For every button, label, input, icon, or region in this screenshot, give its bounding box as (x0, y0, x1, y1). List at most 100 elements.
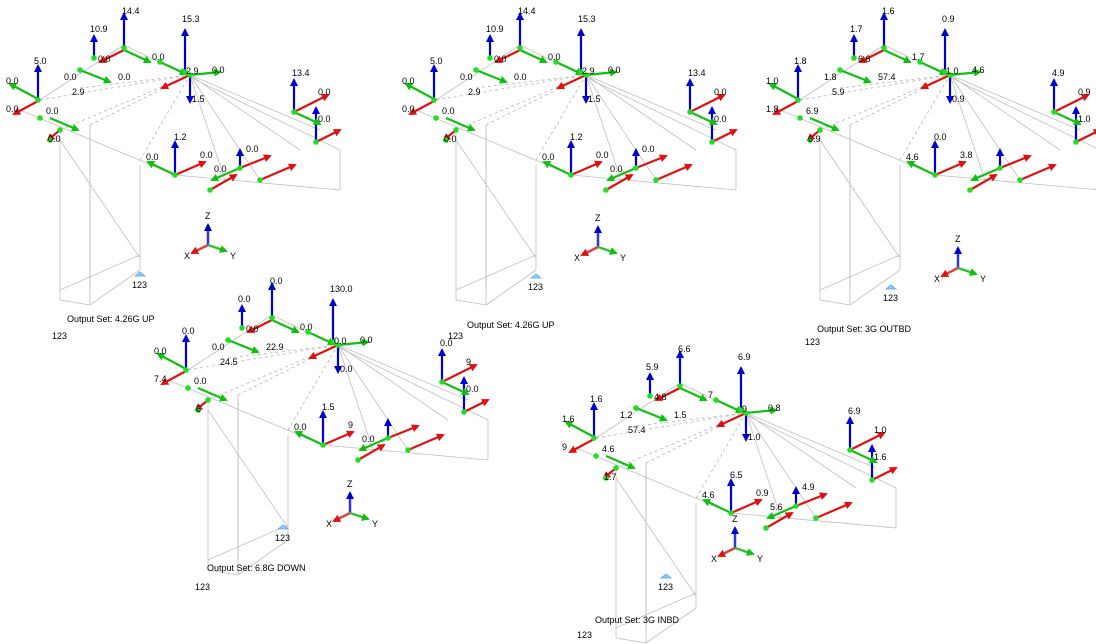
model-node[interactable] (91, 55, 97, 61)
model-node[interactable] (568, 172, 574, 178)
model-node[interactable] (453, 127, 459, 133)
force-arrow-y (146, 160, 176, 176)
model-node[interactable] (795, 97, 801, 103)
model-node[interactable] (517, 45, 523, 51)
model-node[interactable] (405, 447, 411, 453)
model-node[interactable] (813, 515, 819, 521)
model-node[interactable] (433, 115, 439, 121)
model-node[interactable] (431, 97, 437, 103)
model-node[interactable] (997, 165, 1003, 171)
force-value-label: 1.8 (824, 72, 837, 82)
model-node[interactable] (157, 59, 163, 65)
model-node[interactable] (613, 465, 619, 471)
model-node[interactable] (185, 385, 191, 391)
model-node[interactable] (763, 525, 769, 531)
model-node[interactable] (797, 115, 803, 121)
model-node[interactable] (443, 137, 449, 143)
model-node[interactable] (335, 342, 341, 348)
force-value-label: 0.0 (300, 322, 313, 332)
model-node[interactable] (183, 367, 189, 373)
model-node[interactable] (583, 72, 589, 78)
model-node[interactable] (77, 67, 83, 73)
model-node[interactable] (37, 115, 43, 121)
force-arrow-y (197, 386, 228, 402)
model-node[interactable] (647, 393, 653, 399)
model-node[interactable] (817, 127, 823, 133)
model-node[interactable] (633, 165, 639, 171)
model-node[interactable] (257, 177, 263, 183)
model-node[interactable] (187, 72, 193, 78)
model-node[interactable] (385, 435, 391, 441)
model-node[interactable] (305, 329, 311, 335)
model-node[interactable] (47, 137, 53, 143)
model-node[interactable] (237, 165, 243, 171)
model-node[interactable] (603, 187, 609, 193)
model-node[interactable] (869, 477, 875, 483)
model-node[interactable] (603, 475, 609, 481)
model-node[interactable] (578, 69, 584, 75)
model-node[interactable] (291, 109, 297, 115)
model-node[interactable] (35, 97, 41, 103)
force-arrows (768, 12, 1096, 191)
model-node[interactable] (487, 55, 493, 61)
model-wireframe (779, 12, 1096, 306)
model-node[interactable] (1017, 177, 1023, 183)
force-arrow-y (519, 49, 548, 64)
force-arrow-y (475, 68, 508, 84)
model-node[interactable] (677, 383, 683, 389)
model-node[interactable] (932, 172, 938, 178)
model-node[interactable] (967, 187, 973, 193)
model-node[interactable] (239, 325, 245, 331)
model-node[interactable] (269, 315, 275, 321)
model-node[interactable] (330, 339, 336, 345)
model-node[interactable] (121, 45, 127, 51)
model-node[interactable] (57, 127, 63, 133)
model-node[interactable] (728, 510, 734, 516)
model-node[interactable] (793, 503, 799, 509)
model-node[interactable] (593, 453, 599, 459)
force-value-label: 0.9 (756, 488, 769, 498)
force-arrow-y (839, 68, 872, 84)
model-node[interactable] (205, 397, 211, 403)
model-node[interactable] (1073, 139, 1079, 145)
model-node[interactable] (207, 187, 213, 193)
model-node[interactable] (172, 172, 178, 178)
model-node[interactable] (709, 139, 715, 145)
model-node[interactable] (738, 407, 744, 413)
model-node[interactable] (1051, 109, 1057, 115)
model-node[interactable] (195, 407, 201, 413)
model-node[interactable] (687, 109, 693, 115)
model-node[interactable] (313, 139, 319, 145)
model-node[interactable] (225, 337, 231, 343)
model-node[interactable] (473, 67, 479, 73)
model-node[interactable] (182, 69, 188, 75)
model-node[interactable] (851, 55, 857, 61)
model-node[interactable] (847, 447, 853, 453)
model-node[interactable] (355, 457, 361, 463)
force-value-label: 0.0 (294, 422, 307, 432)
force-arrow-y (404, 83, 437, 101)
model-node[interactable] (947, 72, 953, 78)
model-node[interactable] (713, 397, 719, 403)
model-node[interactable] (807, 137, 813, 143)
model-node[interactable] (591, 435, 597, 441)
model-node[interactable] (743, 410, 749, 416)
model-node[interactable] (881, 45, 887, 51)
force-arrow-y (970, 166, 1001, 182)
model-node[interactable] (837, 67, 843, 73)
model-node[interactable] (553, 59, 559, 65)
model-node[interactable] (942, 69, 948, 75)
model-node[interactable] (633, 405, 639, 411)
model-node[interactable] (439, 379, 445, 385)
model-node[interactable] (653, 177, 659, 183)
model-node[interactable] (320, 442, 326, 448)
model-node[interactable] (917, 59, 923, 65)
model-node[interactable] (461, 409, 467, 415)
